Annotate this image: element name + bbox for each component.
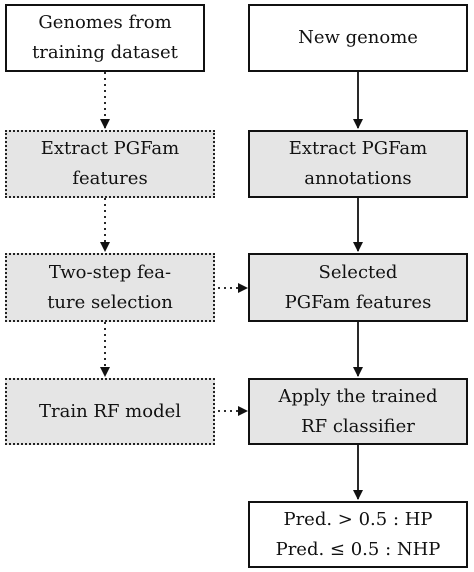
prediction-box: Pred. > 0.5 : HP Pred. ≤ 0.5 : NHP — [248, 501, 468, 568]
extract-features-box: Extract PGFam features — [5, 130, 215, 198]
new-genome-box: New genome — [248, 4, 468, 72]
train-rf-box: Train RF model — [5, 378, 215, 445]
extract-annotations-box: Extract PGFam annotations — [248, 130, 468, 198]
two-step-selection-label: Two-step fea- ture selection — [47, 261, 173, 313]
apply-classifier-label: Apply the trained RF classifier — [278, 385, 438, 437]
selected-features-label: Selected PGFam features — [284, 261, 432, 313]
two-step-selection-box: Two-step fea- ture selection — [5, 253, 215, 322]
genomes-training-box: Genomes from training dataset — [5, 4, 205, 72]
genomes-training-label: Genomes from training dataset — [32, 12, 178, 63]
new-genome-label: New genome — [298, 27, 418, 48]
extract-features-label: Extract PGFam features — [40, 138, 180, 189]
selected-features-box: Selected PGFam features — [248, 253, 468, 322]
prediction-label: Pred. > 0.5 : HP Pred. ≤ 0.5 : NHP — [275, 508, 441, 560]
apply-classifier-box: Apply the trained RF classifier — [248, 378, 468, 445]
extract-annotations-label: Extract PGFam annotations — [288, 138, 428, 189]
train-rf-label: Train RF model — [38, 400, 181, 422]
